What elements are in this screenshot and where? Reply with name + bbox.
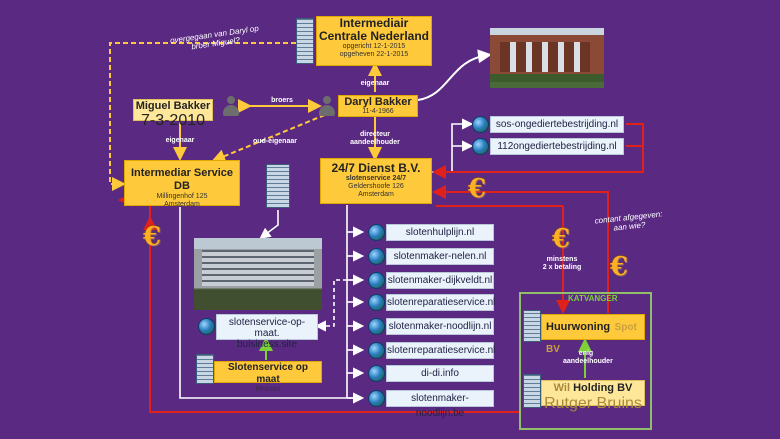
label-enig: enig aandeelhouder	[563, 350, 613, 366]
label-directeur-line1: directeur	[360, 131, 390, 138]
centrale-box[interactable]: Intermediair Centrale Nederland opgerich…	[316, 16, 432, 66]
service-db-box[interactable]: Intermediar Service DB Millingenhof 125 …	[124, 160, 240, 208]
building-photo	[490, 28, 604, 88]
globe-icon	[368, 272, 385, 289]
site-slotenhulplijn[interactable]: slotenhulplijn.nl	[386, 224, 494, 241]
dienst-line3: Amsterdam	[358, 191, 394, 198]
katvanger-frame	[519, 292, 652, 430]
centrale-name: Intermediair Centrale Nederland	[318, 16, 430, 43]
building-icon	[523, 310, 541, 342]
daryl-box[interactable]: Daryl Bakker 11-4-1966	[338, 95, 418, 117]
miguel-box[interactable]: Miguel Bakker 7-3-2010	[133, 99, 213, 129]
site-sos-ongedierte[interactable]: sos-ongediertebestrijding.nl	[490, 116, 624, 133]
apartment-photo	[194, 238, 322, 310]
daryl-name: Daryl Bakker	[344, 96, 412, 108]
euro-icon: €	[143, 222, 162, 252]
site-slotenmaker-dijkveldt[interactable]: slotenmaker-dijkveldt.nl	[386, 272, 494, 289]
globe-icon	[368, 342, 385, 359]
globe-icon	[472, 138, 489, 155]
label-enig-line2: aandeelhouder	[563, 358, 613, 365]
service-db-name: Intermediar Service DB	[130, 167, 234, 192]
huurwoning-suffix: Spot BV	[546, 322, 637, 355]
site-slotenmaker-noodlijn-nl[interactable]: slotenmaker-noodlijn.nl	[386, 318, 494, 335]
site-op-maat-line2: buisiness.site	[236, 339, 298, 350]
euro-icon: €	[610, 252, 629, 282]
service-db-line1: Millingenhof 125	[156, 193, 208, 200]
miguel-name: Miguel Bakker	[135, 100, 211, 112]
holding-sub: Rutger Bruins	[544, 395, 642, 412]
centrale-line1: opgericht 12-1-2015	[342, 43, 406, 50]
label-directeur: directeur aandeelhouder	[340, 131, 410, 147]
label-eigenaar-daryl: eigenaar	[360, 80, 390, 87]
label-betaling-line1: minstens	[546, 256, 578, 263]
huurwoning-box[interactable]: Huurwoning Spot BV	[541, 314, 645, 355]
building-icon	[196, 354, 214, 384]
op-maat-box[interactable]: Slotenservice op maat Rhenen	[214, 361, 322, 393]
holding-name: Holding BV	[573, 382, 633, 394]
site-slotenmaker-nelen[interactable]: slotenmaker-nelen.nl	[386, 248, 494, 265]
globe-icon	[368, 318, 385, 335]
daryl-date: 11-4-1966	[362, 108, 394, 115]
globe-icon	[368, 248, 385, 265]
dienst-line2: Geldershoofe 126	[348, 183, 404, 190]
dienst-name: 24/7 Dienst B.V.	[331, 161, 421, 175]
globe-icon	[368, 365, 385, 382]
globe-icon	[198, 318, 215, 335]
label-oud-eigenaar: oud-eigenaar	[253, 138, 297, 145]
op-maat-sub: Rhenen	[255, 386, 281, 393]
holding-prefix: Wil	[553, 382, 571, 394]
globe-icon	[368, 390, 385, 407]
site-op-maat[interactable]: slotenservice-op-maat. buisiness.site	[216, 314, 318, 350]
dienst-line1: slotenservice 24/7	[345, 175, 407, 182]
site-op-maat-line1: slotenservice-op-maat.	[228, 317, 306, 339]
site-slotenmaker-noodlijn-be[interactable]: slotenmaker-noodlijn.be	[386, 390, 494, 419]
miguel-date: 7-3-2010	[140, 112, 206, 129]
site-slotenreparatieservice-2[interactable]: slotenreparatieservice.nl	[386, 342, 495, 359]
euro-icon: €	[552, 224, 571, 254]
holding-title: Wil Holding BV	[542, 381, 644, 395]
label-eigenaar-miguel: eigenaar	[165, 137, 195, 144]
building-icon	[266, 164, 290, 208]
site-di-di[interactable]: di-di.info	[386, 365, 494, 382]
site-112ongedierte[interactable]: 112ongediertebestrijding.nl	[490, 138, 624, 155]
op-maat-name: Slotenservice op maat	[227, 362, 309, 385]
building-icon	[523, 374, 541, 408]
label-betaling: minstens 2 x betaling	[534, 256, 590, 272]
building-icon	[296, 18, 314, 64]
dienst-box[interactable]: 24/7 Dienst B.V. slotenservice 24/7 Geld…	[320, 158, 432, 204]
euro-icon: €	[468, 174, 487, 204]
person-icon	[222, 96, 240, 116]
label-enig-line1: enig	[578, 350, 594, 357]
person-icon	[318, 96, 336, 116]
service-db-line2: Amsterdam	[164, 201, 200, 208]
holding-box[interactable]: Wil Holding BV Rutger Bruins	[541, 380, 645, 412]
globe-icon	[368, 224, 385, 241]
label-betaling-line2: 2 x betaling	[542, 264, 582, 271]
centrale-line2: opgeheven 22-1-2015	[339, 51, 409, 58]
globe-icon	[368, 294, 385, 311]
label-broers: broers	[271, 97, 293, 104]
site-slotenreparatieservice-1[interactable]: slotenreparatieservice.nl	[386, 294, 495, 311]
globe-icon	[472, 116, 489, 133]
huurwoning-name: Huurwoning	[546, 321, 611, 333]
label-directeur-line2: aandeelhouder	[350, 139, 400, 146]
katvanger-label: KATVANGER	[568, 294, 618, 303]
